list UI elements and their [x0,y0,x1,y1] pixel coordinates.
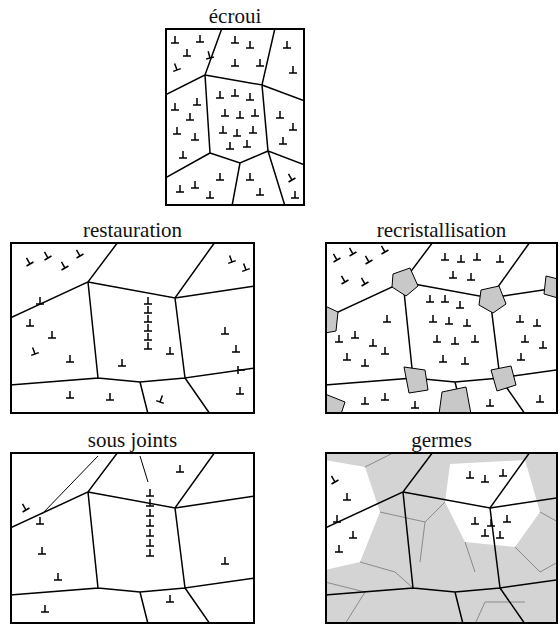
panel-frame [325,242,558,414]
stage-panel: germes [325,428,558,624]
stage-panel: recristallisation [325,218,558,414]
stage-panel: restauration [10,218,255,414]
panel-frame [165,28,305,206]
stage-heading: écroui [209,4,261,28]
panel-frame [10,242,255,414]
panel-frame [10,452,255,624]
stage-heading: germes [411,428,472,452]
stage-heading: sous joints [88,428,177,452]
stage-panel: sous joints [10,428,255,624]
panel-frame [325,452,558,624]
stage-heading: restauration [83,218,182,242]
stage-heading: recristallisation [377,218,506,242]
stage-panel: écroui [165,4,305,206]
